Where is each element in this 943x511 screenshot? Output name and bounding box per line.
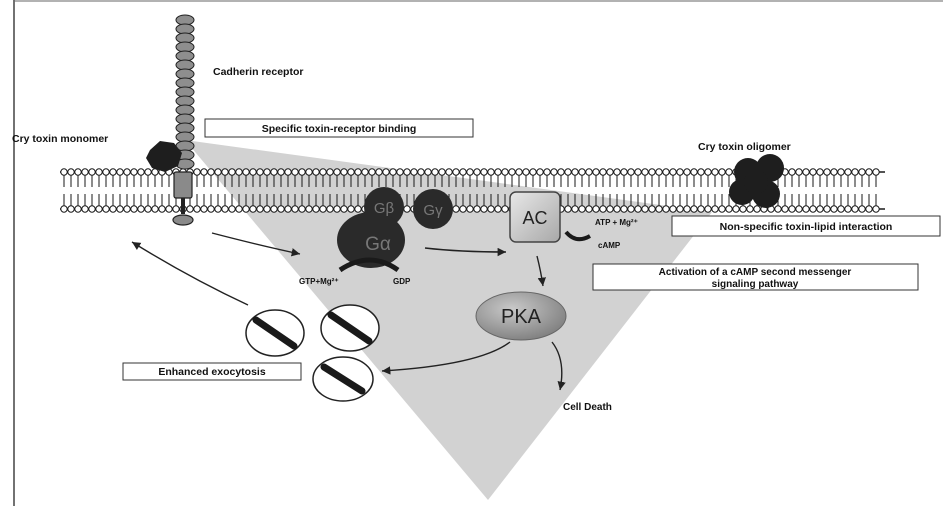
enhanced-exocytosis-label: Enhanced exocytosis <box>158 366 266 378</box>
vesicle-2 <box>321 305 379 351</box>
cell-death-label: Cell Death <box>563 402 612 413</box>
activation-label-line2: signaling pathway <box>712 279 799 290</box>
pka-label: PKA <box>501 306 542 328</box>
ac-label: AC <box>522 208 547 228</box>
atp-mg-label: ATP + Mg²⁺ <box>595 218 638 227</box>
cry-toxin-oligomer <box>729 154 784 208</box>
gdp-label: GDP <box>393 277 411 286</box>
specific-binding-label: Specific toxin-receptor binding <box>262 123 417 135</box>
vesicle-1 <box>246 310 304 356</box>
g-alpha-label: Gα <box>365 234 391 255</box>
g-gamma-label: Gγ <box>423 202 443 219</box>
cry-toxin-oligomer-label: Cry toxin oligomer <box>698 141 791 153</box>
nonspecific-interaction-label: Non-specific toxin-lipid interaction <box>720 221 893 233</box>
cadherin-receptor-label: Cadherin receptor <box>213 66 303 78</box>
vesicle-3 <box>313 357 373 401</box>
arrow-exocytosis-to-membrane <box>132 242 248 305</box>
cadherin-receptor <box>173 15 194 225</box>
camp-label: cAMP <box>598 241 621 250</box>
gtp-mg-label: GTP+Mg²⁺ <box>299 277 339 286</box>
g-beta-label: Gβ <box>374 200 395 217</box>
activation-label-line1: Activation of a cAMP second messenger <box>659 267 852 278</box>
cry-toxin-monomer-label: Cry toxin monomer <box>12 133 108 145</box>
